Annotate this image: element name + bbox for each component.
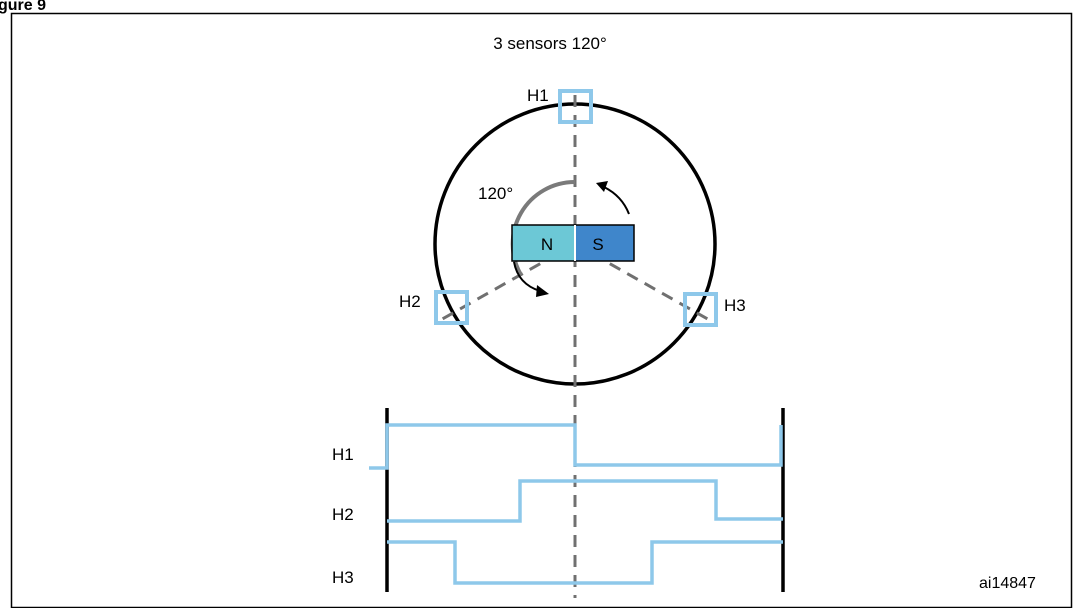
signal-h3-waveform xyxy=(387,540,783,585)
sensor-h3 xyxy=(683,292,718,327)
sensor-h1-label: H1 xyxy=(527,86,549,105)
magnet-north-label: N xyxy=(541,235,553,254)
signal-h2-waveform xyxy=(387,479,783,523)
magnet-south-label: S xyxy=(592,235,603,254)
sensor-h2-label: H2 xyxy=(399,292,421,311)
rotation-arrow-top xyxy=(596,181,630,215)
signal-h3-label: H3 xyxy=(332,568,354,587)
signal-h1-waveform xyxy=(369,423,783,470)
signal-h1-label: H1 xyxy=(332,445,354,464)
figure-caption: gure 9 xyxy=(0,0,46,14)
rotation-arrow-bottom xyxy=(513,261,549,297)
angle-label: 120° xyxy=(478,184,513,203)
figure-reference-id: ai14847 xyxy=(979,575,1036,592)
sensor-h3-label: H3 xyxy=(724,296,746,315)
magnet-south-pole xyxy=(574,224,635,262)
bar-magnet: N S xyxy=(511,224,635,262)
sensor-h1 xyxy=(558,89,593,124)
sensor-h2 xyxy=(434,290,469,325)
diagram-title: 3 sensors 120° xyxy=(493,34,607,53)
signal-h2-label: H2 xyxy=(332,505,354,524)
